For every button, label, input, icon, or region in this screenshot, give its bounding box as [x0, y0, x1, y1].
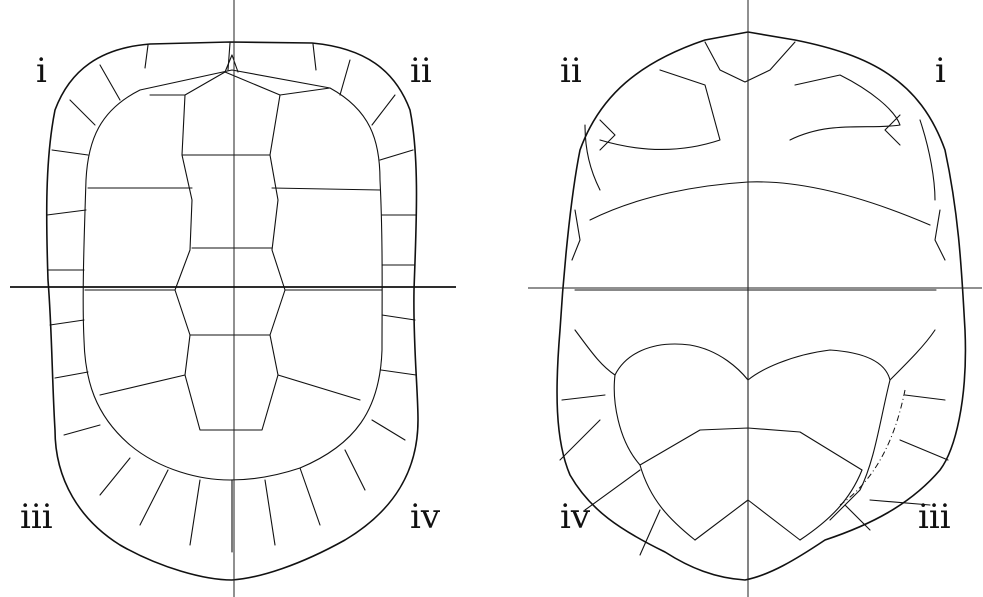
- plastron-label-top-right: i: [935, 51, 946, 91]
- plastron-label-top-left: ii: [560, 51, 582, 91]
- carapace-label-bottom-left: iii: [20, 497, 53, 537]
- carapace-drawing: i ii iii iv: [10, 0, 456, 597]
- carapace-marginal-boundary: [83, 70, 382, 480]
- carapace-vertebral-seams: [182, 55, 272, 335]
- carapace-label-bottom-right: iv: [410, 497, 441, 537]
- carapace-label-top-right: ii: [410, 51, 432, 91]
- carapace-marginal-seams: [47, 43, 416, 552]
- plastron-dashed-curve: [840, 390, 905, 505]
- plastron-label-bottom-right: iii: [918, 497, 951, 537]
- plastron-drawing: ii i iv iii: [528, 0, 982, 597]
- carapace-vertebral-scutes: [175, 72, 285, 430]
- plastron-scute-seams: [560, 40, 948, 580]
- plastron-label-bottom-left: iv: [560, 497, 591, 537]
- carapace-label-top-left: i: [36, 51, 47, 91]
- plastron-outline: [557, 32, 965, 580]
